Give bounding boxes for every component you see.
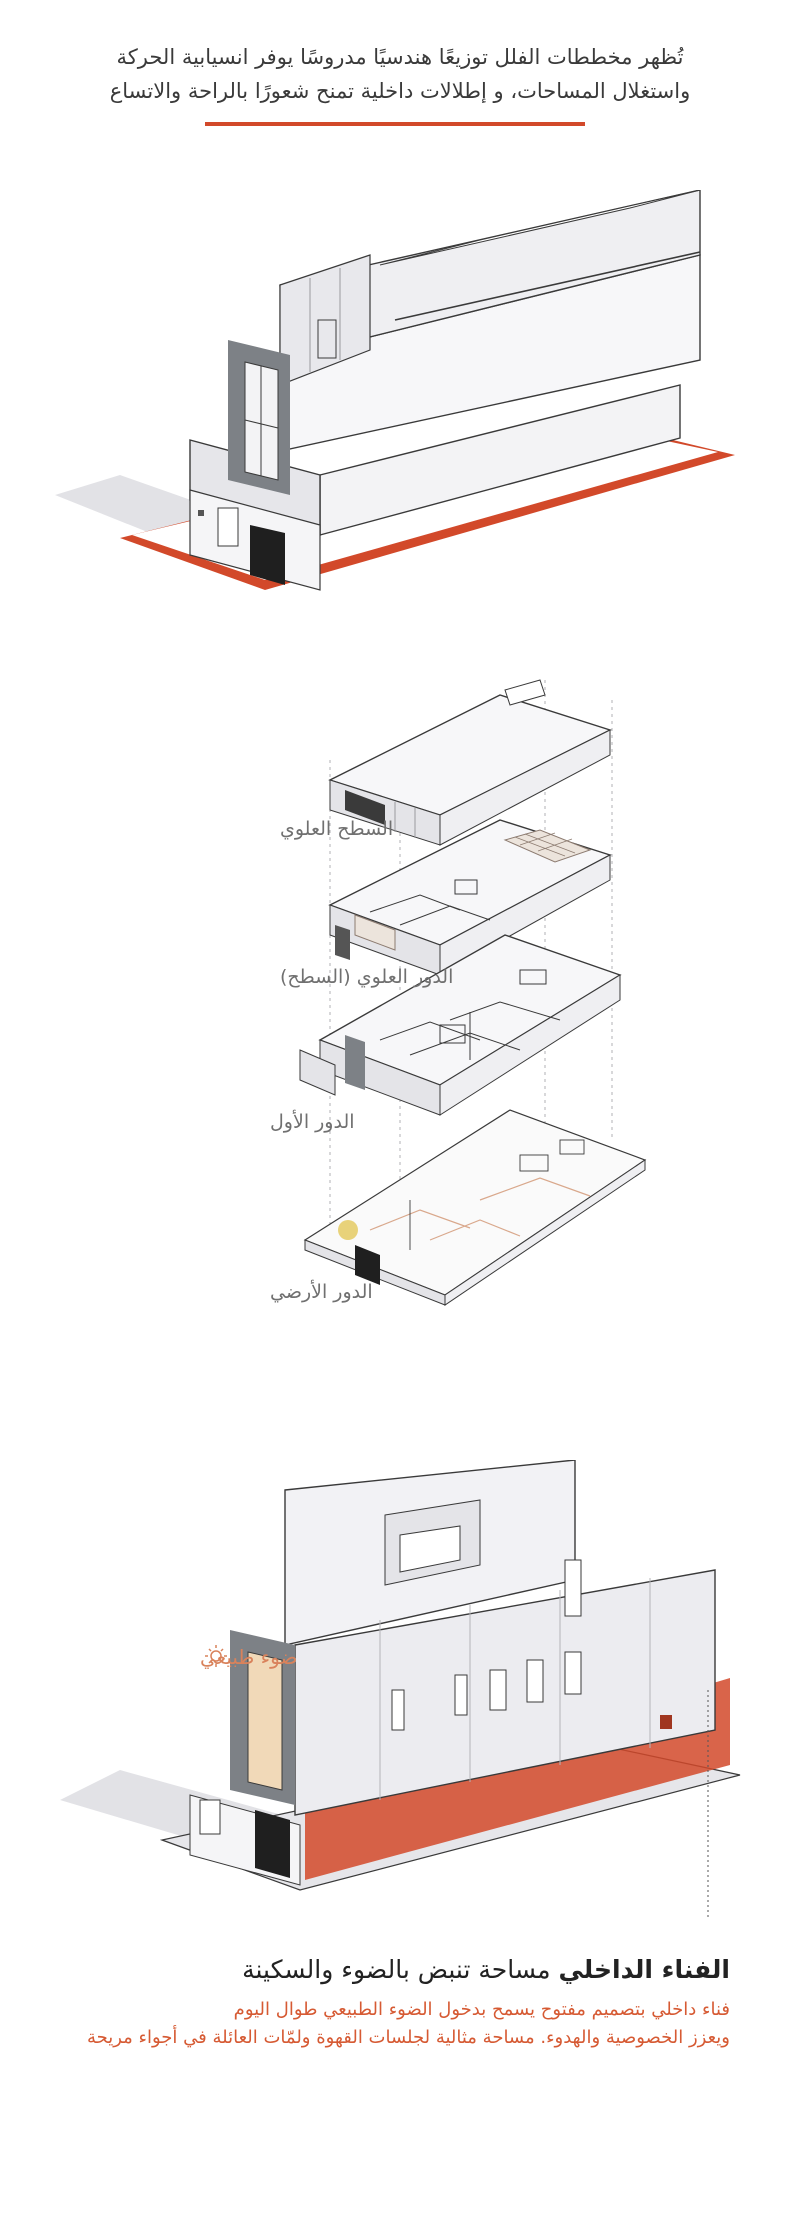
intro-line-1: تُظهر مخططات الفلل توزيعًا هندسيًا مدروس… [116, 45, 684, 69]
floor-label-upper: الدور العلوي (السطح) [280, 966, 453, 988]
title-underline [205, 122, 585, 126]
intro-text: تُظهر مخططات الفلل توزيعًا هندسيًا مدروس… [0, 40, 800, 108]
courtyard-title-rest: مساحة تنبض بالضوء والسكينة [242, 1955, 559, 1984]
courtyard-description: الفناء الداخلي مساحة تنبض بالضوء والسكين… [40, 1955, 730, 2052]
courtyard-desc-line-2: ويعزز الخصوصية والهدوء. مساحة مثالية لجل… [86, 2027, 730, 2048]
floor-label-roof-top: السطح العلوي [280, 818, 393, 840]
courtyard-illustration: ضوء طبيعي [60, 1460, 741, 1920]
ground-floor-level [303, 1109, 647, 1306]
exploded-floors-diagram: السطح العلوي الدور العلوي (السطح) الدور … [270, 679, 647, 1306]
natural-light-label: ضوء طبيعي [200, 1645, 297, 1670]
floor-label-first: الدور الأول [270, 1110, 355, 1133]
sun-icon [205, 1645, 227, 1667]
intro-line-2: واستغلال المساحات، و إطلالات داخلية تمنح… [109, 79, 691, 103]
roof-level [328, 679, 612, 846]
courtyard-desc-line-1: فناء داخلي بتصميم مفتوح يسمح بدخول الضوء… [233, 1999, 730, 2020]
first-floor-level [299, 934, 622, 1116]
floor-label-ground: الدور الأرضي [270, 1280, 373, 1303]
courtyard-title-bold: الفناء الداخلي [558, 1955, 730, 1984]
upper-floor-level [328, 819, 612, 976]
villa-exterior-illustration [55, 190, 735, 591]
courtyard-heading: الفناء الداخلي مساحة تنبض بالضوء والسكين… [40, 1955, 730, 1984]
